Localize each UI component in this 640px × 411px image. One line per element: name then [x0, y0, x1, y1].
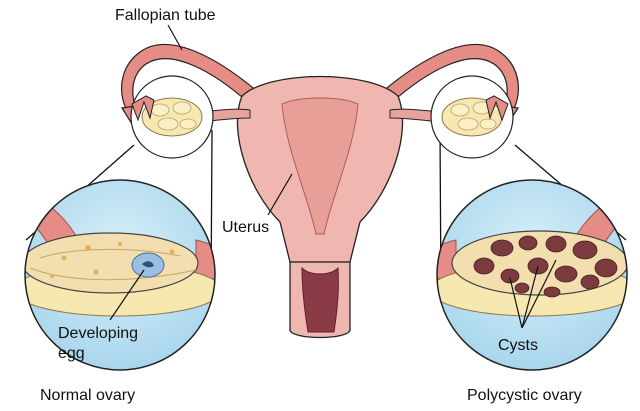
label-developing-egg-line1: Developing [58, 325, 138, 342]
uterus [237, 77, 402, 338]
label-cysts: Cysts [498, 337, 538, 354]
label-developing-egg-line2: egg [58, 345, 85, 362]
label-normal-ovary: Normal ovary [40, 387, 135, 404]
label-uterus: Uterus [222, 219, 269, 236]
label-fallopian-tube: Fallopian tube [115, 7, 216, 24]
left-ovary-small [131, 76, 213, 158]
label-polycystic-ovary: Polycystic ovary [467, 387, 582, 404]
